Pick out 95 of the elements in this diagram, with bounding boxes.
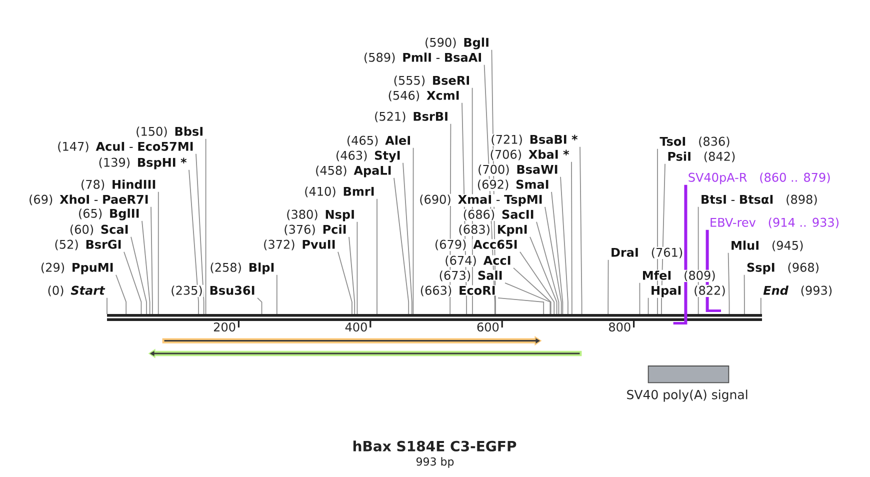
tick-label: 600 [477, 322, 499, 332]
leader-line [257, 297, 262, 314]
site-label: BtsI - BtsαI (898) [700, 194, 819, 206]
site-label: (372) PvuII [262, 238, 336, 251]
primer-label: SV40pA-R (860 .. 879) [687, 172, 832, 185]
site-label: (139) BspHI * [98, 156, 188, 170]
site-label: (679) Acc65I [434, 238, 518, 251]
leader-line [394, 177, 410, 314]
feature-band [148, 348, 582, 358]
leader-line [130, 236, 147, 314]
site-label: (673) SalI [438, 270, 504, 282]
leader-line [356, 221, 358, 314]
leader-line [124, 251, 142, 314]
site-label: MluI (945) [730, 240, 804, 252]
leader-line [608, 259, 609, 314]
site-label: (380) NspI [285, 208, 356, 222]
leader-line [728, 252, 730, 314]
site-label: (147) AcuI - Eco57MI [56, 140, 194, 153]
map-title: hBax S184E C3-EGFP [353, 440, 516, 452]
leader-line [744, 274, 745, 314]
leader-line [338, 251, 352, 314]
leader-line [530, 236, 558, 314]
leader-line [158, 191, 159, 314]
primer-bar [706, 310, 721, 312]
leader-line [376, 198, 378, 314]
leader-line [760, 297, 762, 314]
site-label: (555) BseRI [392, 74, 471, 87]
leader-line [639, 282, 640, 314]
leader-line [560, 176, 568, 314]
site-label: (521) BsrBI [373, 110, 450, 123]
end-label: (0) Start [46, 284, 106, 297]
site-label: (683) KpnI [458, 224, 528, 237]
site-label: MfeI (809) [641, 270, 717, 282]
leader-line [544, 206, 562, 314]
primer-label: EBV-rev (914 .. 933) [708, 216, 840, 229]
leader-line [520, 251, 555, 314]
primer-bar [673, 322, 688, 324]
site-label: (69) XhoI - PaeR7I [28, 194, 150, 206]
leader-line [504, 282, 551, 314]
site-label: (674) AccI [444, 254, 512, 267]
leader-line [150, 206, 153, 314]
site-label: (410) BmrI [303, 186, 376, 198]
site-label: DraI (761) [610, 246, 684, 259]
site-label: (721) BsaBI * [490, 134, 578, 146]
site-label: (589) PmlI - BsaAI [362, 52, 483, 64]
tick-label: 200 [214, 322, 236, 332]
site-label: (590) BglI [424, 36, 490, 50]
site-label: PsiI (842) [666, 150, 736, 163]
leader-line [498, 297, 544, 314]
site-label: (700) BsaWI [476, 164, 559, 176]
leader-line [196, 153, 204, 314]
site-label: (29) PpuMI [40, 262, 114, 275]
leader-line [536, 221, 560, 314]
site-label: (376) PciI [282, 224, 348, 236]
site-label: (60) ScaI [68, 224, 130, 236]
site-label: (463) StyI [334, 150, 402, 163]
site-label: (465) AleI [346, 134, 412, 147]
site-label: (235) Bsu36I [170, 284, 256, 297]
leader-line [412, 147, 414, 314]
leader-line [580, 146, 582, 314]
site-label: (258) BlpI [209, 262, 276, 275]
leader-line [348, 236, 356, 314]
leader-line [684, 184, 688, 322]
dna-backbone [107, 314, 762, 321]
site-label: (458) ApaLI [314, 164, 392, 178]
site-label: (663) EcoRI [419, 284, 496, 297]
site-label: (686) SacII [462, 208, 535, 221]
leader-line [142, 220, 150, 314]
leader-line [205, 138, 206, 314]
site-label: (65) BglII [77, 208, 140, 221]
leader-line [402, 162, 412, 314]
site-label: (706) XbaI * [489, 148, 570, 161]
tick-label: 400 [345, 322, 367, 332]
leader-line [513, 267, 552, 314]
site-label: (52) BsrGI [54, 238, 122, 251]
site-label: (692) SmaI [476, 178, 550, 191]
site-label: SspI (968) [746, 262, 820, 275]
leader-line [276, 274, 278, 314]
leader-line [571, 161, 572, 314]
leader-line [106, 297, 108, 314]
end-label: End (993) [762, 284, 834, 297]
leader-line [116, 274, 127, 314]
site-label: (150) BbsI [134, 126, 204, 138]
leader-line [188, 169, 199, 314]
sequence-length: 993 bp [416, 457, 454, 468]
tick-label: 800 [609, 322, 630, 332]
leader-line [551, 191, 564, 314]
site-label: (690) XmaI - TspMI [418, 194, 544, 207]
site-label: TsoI (836) [659, 136, 732, 148]
site-label: (546) XcmI [387, 90, 460, 102]
feature-label: SV40 poly(A) signal [627, 390, 748, 402]
site-label: (78) HindIII [80, 178, 157, 191]
feature-band [162, 336, 542, 346]
site-label: HpaI (822) [650, 284, 727, 298]
leader-line [648, 297, 649, 314]
